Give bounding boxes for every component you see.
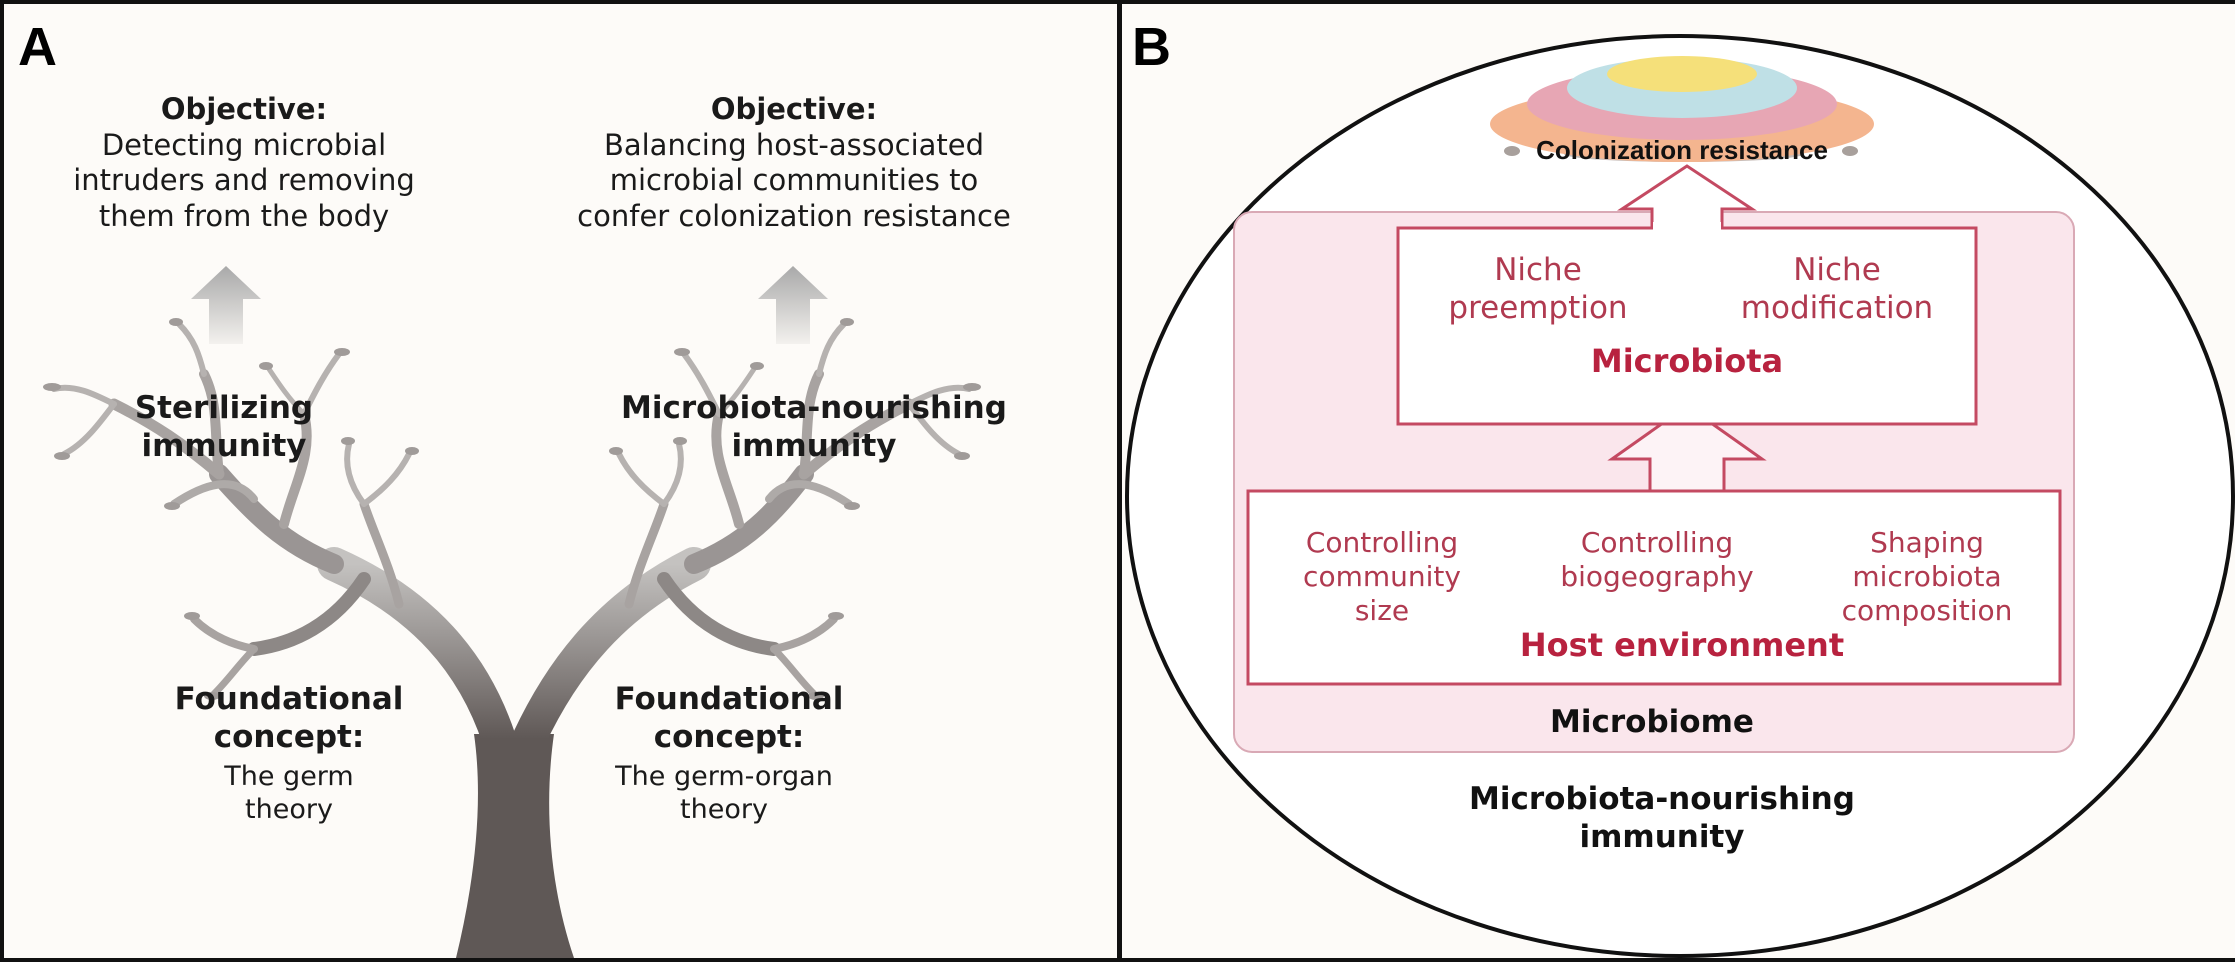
left-up-arrow xyxy=(191,266,261,344)
panel-a-label: A xyxy=(18,17,57,77)
host-environment-title: Host environment xyxy=(1519,626,1845,664)
shaping-microbiota-composition-label: Shaping microbiota composition xyxy=(1841,526,2013,628)
right-objective-text: Balancing host-associated microbial comm… xyxy=(577,128,1011,233)
left-objective-text: Detecting microbial intruders and removi… xyxy=(73,128,415,233)
panel-b: B Colonization resistance Niche preempti… xyxy=(1122,4,2235,958)
right-foundational-concept-text: The germ-organ theory xyxy=(615,761,833,825)
host-environment-box xyxy=(1246,489,2062,686)
microbiome-diagram xyxy=(1125,34,2235,958)
microbiota-nourishing-immunity-bottom-label: Microbiota-nourishing immunity xyxy=(1469,781,1855,855)
left-foundational-concept-heading: Foundational concept: xyxy=(174,681,404,755)
tree-leaves xyxy=(43,318,981,700)
microbiota-box xyxy=(1396,226,1978,426)
right-up-arrow xyxy=(758,266,828,344)
tree-illustration xyxy=(43,266,981,958)
panel-a: A Objective: Detecting microbial intrude… xyxy=(4,4,1118,958)
sterilizing-immunity-label: Sterilizing immunity xyxy=(134,390,314,464)
right-foundational-concept-heading: Foundational concept: xyxy=(614,681,844,755)
right-objective-heading: Objective: xyxy=(710,92,878,126)
niche-preemption-label: Niche preemption xyxy=(1448,252,1628,326)
niche-modification-label: Niche modification xyxy=(1740,252,1934,326)
microbiota-to-resistance-arrow xyxy=(1617,164,1757,232)
panel-b-label: B xyxy=(1132,17,1171,77)
controlling-biogeography-label: Controlling biogeography xyxy=(1560,526,1754,594)
microbiome-label: Microbiome xyxy=(1550,704,1754,740)
tree-trunk-and-branches xyxy=(51,321,972,958)
microbiota-nourishing-immunity-label: Microbiota-nourishing immunity xyxy=(621,390,1007,464)
left-objective-heading: Objective: xyxy=(160,92,328,126)
microbiota-title: Microbiota xyxy=(1590,342,1784,380)
colonization-resistance-label: Colonization resistance xyxy=(1536,135,1828,165)
left-foundational-concept-text: The germ theory xyxy=(224,761,354,825)
controlling-community-size-label: Controlling community size xyxy=(1303,526,1461,628)
panel-divider xyxy=(1117,4,1122,958)
colonization-resistance-disc xyxy=(1490,56,1874,162)
